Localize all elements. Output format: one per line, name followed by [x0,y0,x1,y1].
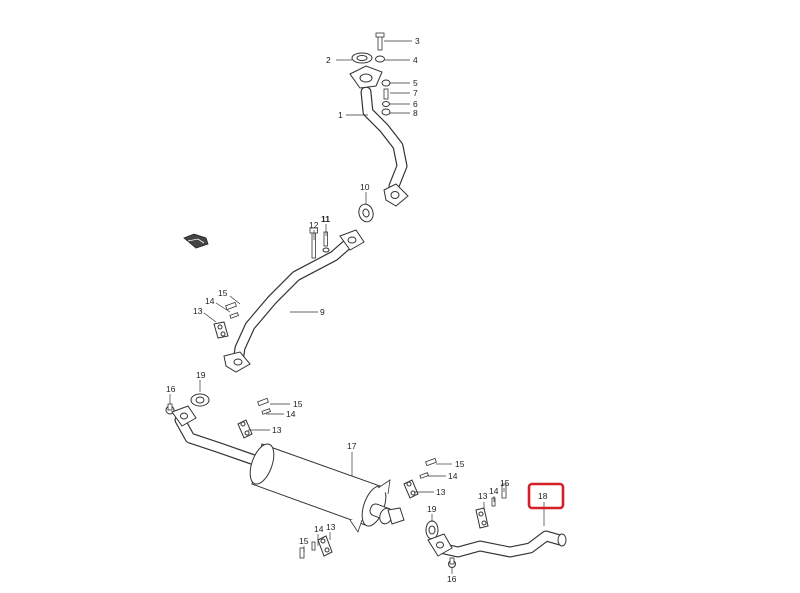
callout-3[interactable]: 3 [415,36,420,46]
callout-12[interactable]: 12 [309,220,319,230]
callout-15-a[interactable]: 15 [218,288,228,298]
leader-lines [169,40,545,574]
callout-14-c[interactable]: 14 [448,471,458,481]
callout-1[interactable]: 1 [338,110,343,120]
callout-15-c[interactable]: 15 [455,459,465,469]
callout-19-b[interactable]: 19 [427,504,437,514]
gasket-19-upper[interactable] [190,393,210,407]
callout-17[interactable]: 17 [347,441,357,451]
callout-13-c[interactable]: 13 [436,487,446,497]
callout-13-b[interactable]: 13 [272,425,282,435]
bolt-16-rear[interactable] [448,557,456,568]
front-arrow-icon [183,233,209,249]
callout-14-e[interactable]: 14 [489,486,499,496]
callout-13-d[interactable]: 13 [326,522,336,532]
muffler-17[interactable] [171,405,405,533]
callout-9[interactable]: 9 [320,307,325,317]
callout-7[interactable]: 7 [413,88,418,98]
hanger-13-a[interactable] [213,301,239,339]
callout-10[interactable]: 10 [360,182,370,192]
hanger-13-c[interactable] [403,457,437,499]
callout-2[interactable]: 2 [326,55,331,65]
gasket-19-lower[interactable] [425,520,439,540]
callout-15-d[interactable]: 15 [299,536,309,546]
gasket-2[interactable] [351,52,373,64]
front-exhaust-pipe[interactable] [349,65,409,207]
callout-18[interactable]: 18 [538,491,548,501]
callout-8[interactable]: 8 [413,108,418,118]
callout-11[interactable]: 11 [321,214,330,224]
callout-14-a[interactable]: 14 [205,296,215,306]
callout-13-e[interactable]: 13 [478,491,488,501]
callout-6[interactable]: 6 [413,99,418,109]
callout-labels: 3 2 4 5 7 6 8 1 10 12 11 15 14 13 9 16 1… [166,36,548,584]
tail-pipe-18[interactable] [427,530,567,558]
hardware-5-8[interactable] [381,79,391,116]
callout-5[interactable]: 5 [413,78,418,88]
callout-15-e[interactable]: 15 [500,478,510,488]
callout-19-a[interactable]: 19 [196,370,206,380]
callout-14-d[interactable]: 14 [314,524,324,534]
center-pipe-9[interactable] [223,229,365,373]
gasket-10[interactable] [357,202,375,223]
callout-14-b[interactable]: 14 [286,409,296,419]
nut-4[interactable] [375,55,385,63]
callout-13-a[interactable]: 13 [193,306,203,316]
hanger-13-b[interactable] [237,397,271,439]
callout-15-b[interactable]: 15 [293,399,303,409]
callout-16-a[interactable]: 16 [166,384,176,394]
stud-bolt-3[interactable] [375,32,385,51]
callout-4[interactable]: 4 [413,55,418,65]
callout-16-b[interactable]: 16 [447,574,457,584]
highlight-box-18 [527,482,565,510]
hanger-13-d[interactable] [299,535,333,559]
